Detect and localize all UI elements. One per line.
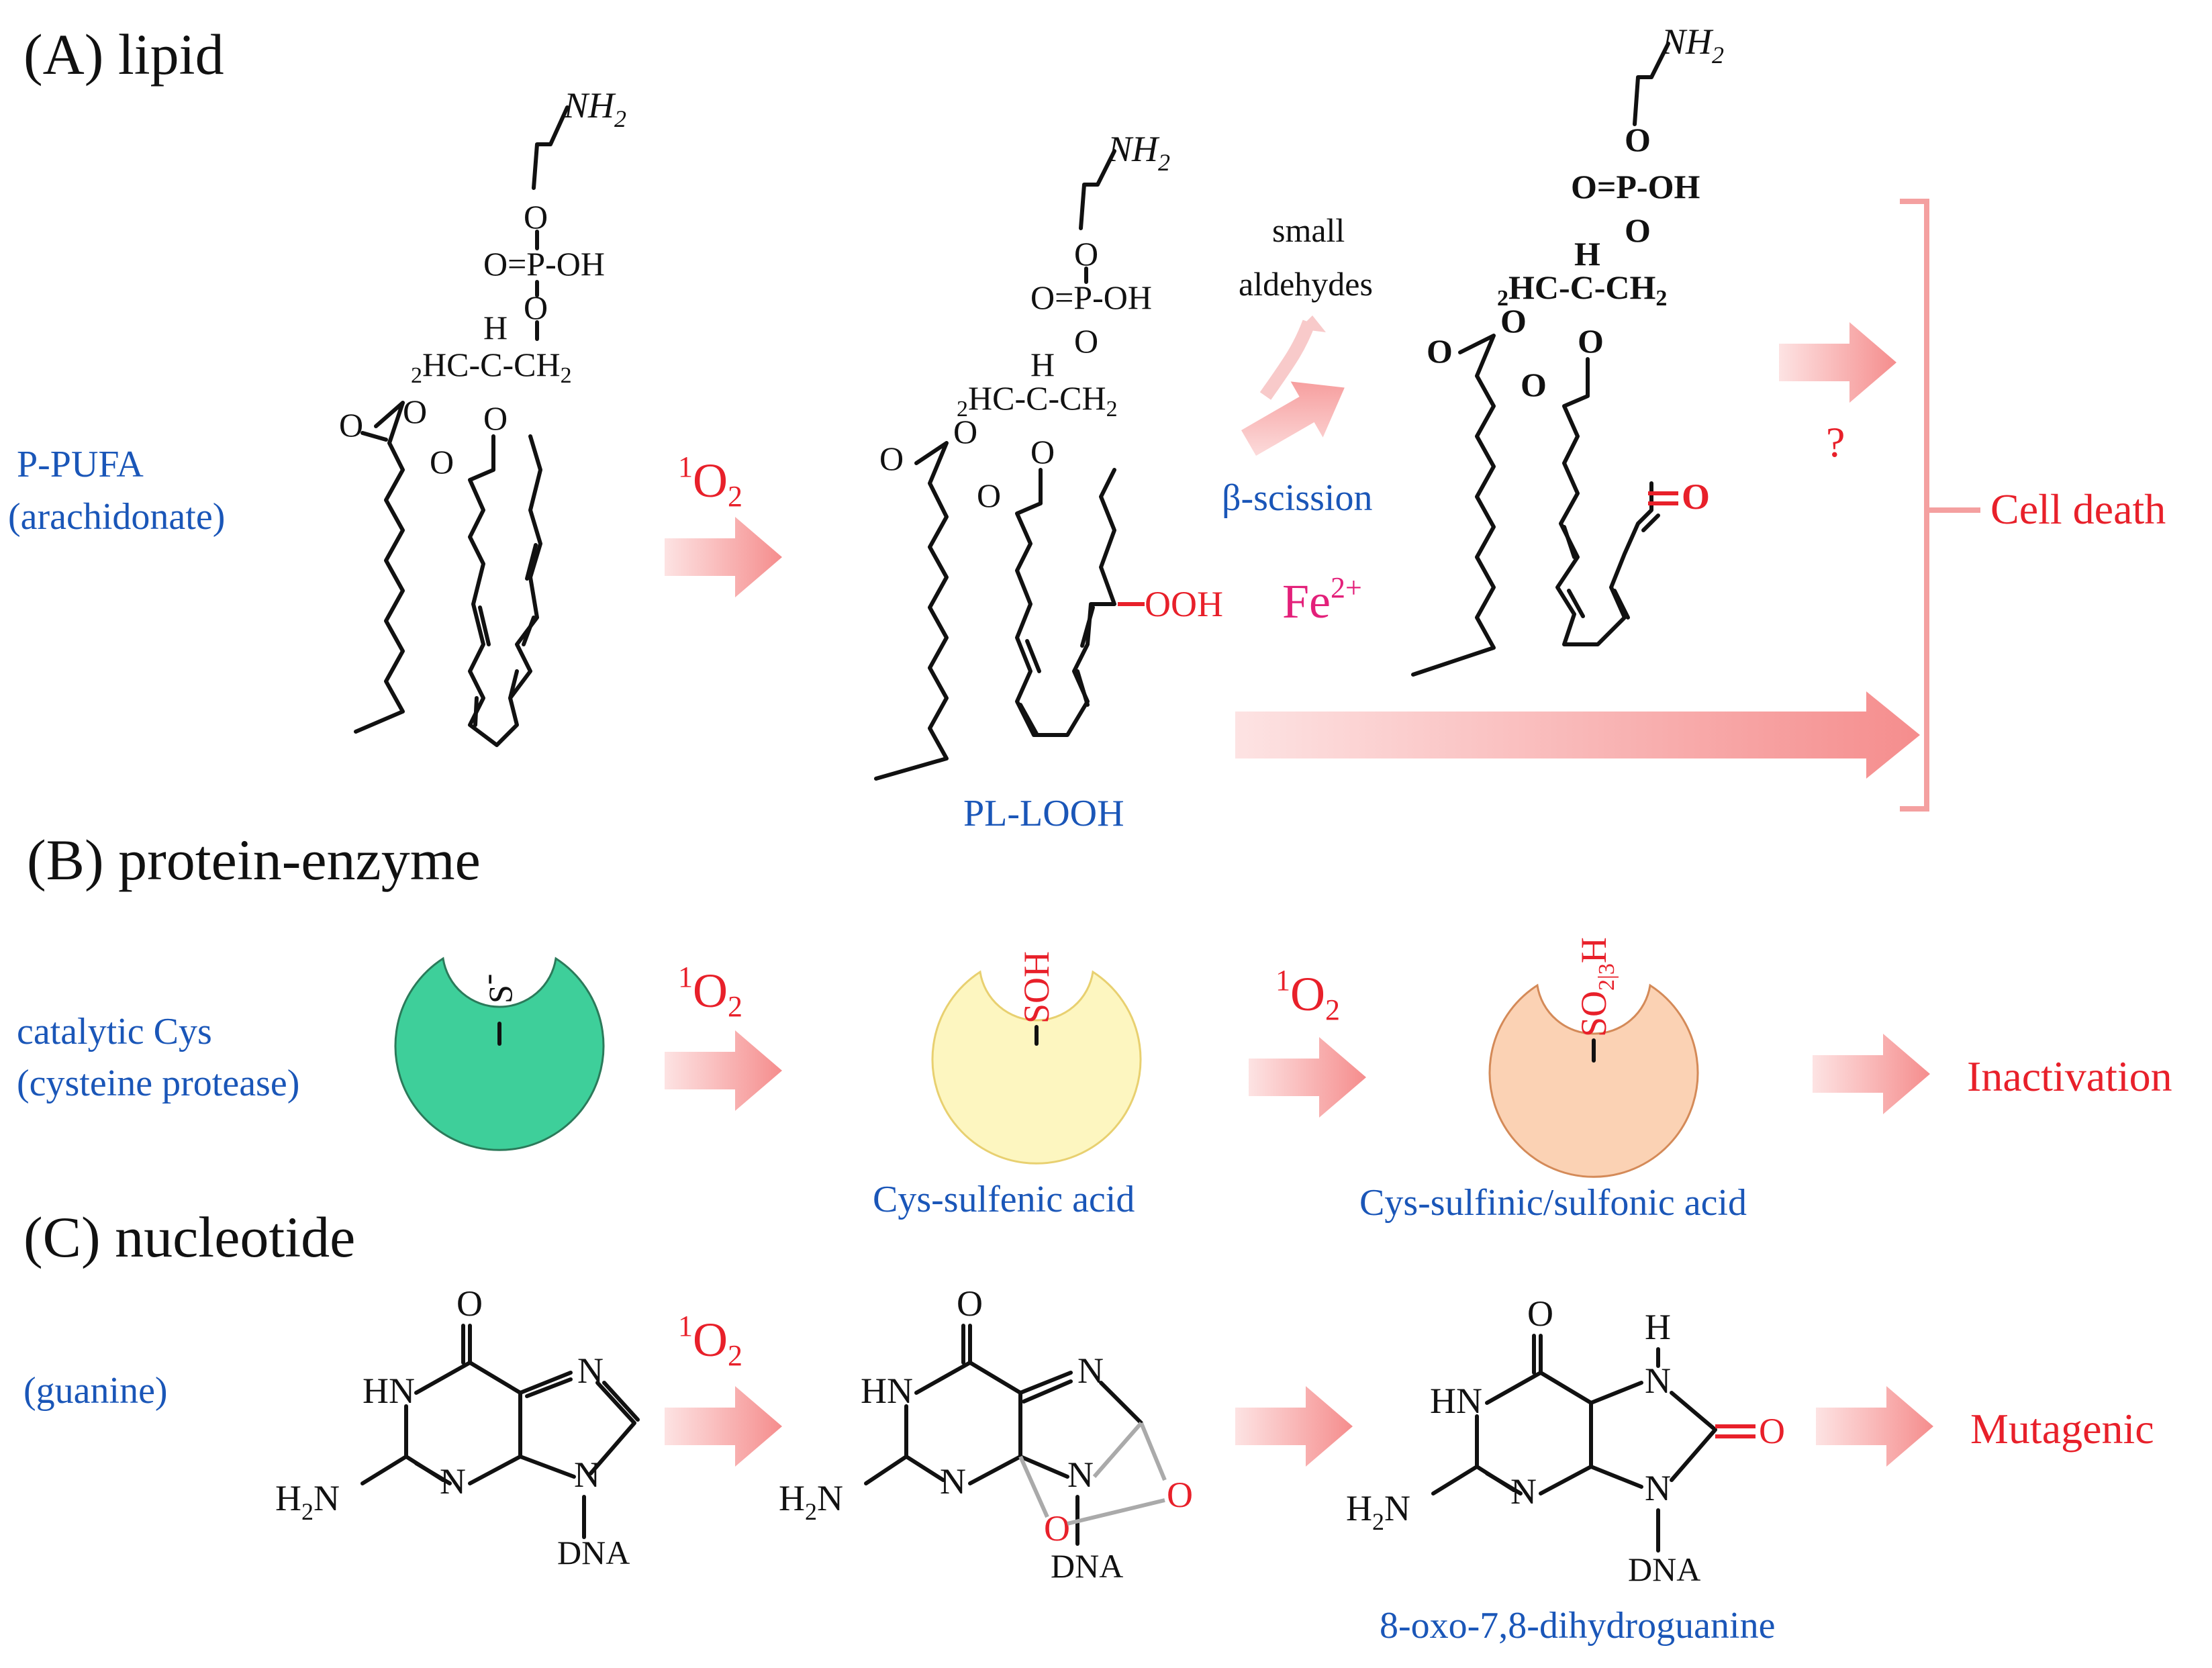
iron-label: Fe2+ [1282, 571, 1362, 628]
arrow-to-cell-death-lower [1235, 691, 1920, 779]
svg-text:O=P-OH: O=P-OH [1030, 279, 1152, 316]
svg-text:N: N [574, 1455, 600, 1495]
svg-text:1O2: 1O2 [1276, 964, 1340, 1026]
8-oxo-guanine-structure: O HN H N N N H2N O DNA [1346, 1293, 1785, 1588]
hydroperoxide-group: OOH [1145, 584, 1223, 624]
svg-text:2HC-C-CH2: 2HC-C-CH2 [1497, 268, 1667, 311]
small-aldehydes-line2: aldehydes [1239, 265, 1373, 303]
svg-text:O: O [1578, 322, 1604, 360]
arrow-to-cell-death-upper [1779, 322, 1896, 403]
section-title-protein: (B) protein-enzyme [27, 828, 481, 892]
small-aldehydes-line1: small [1272, 211, 1345, 249]
arrow-to-mutagenic [1816, 1386, 1933, 1467]
protein-substrate-subtitle: (cysteine protease) [17, 1063, 299, 1104]
8-oxo-label: 8-oxo-7,8-dihydroguanine [1380, 1605, 1775, 1647]
thiolate-sulfur: S- [468, 974, 519, 1003]
svg-text:H2N: H2N [275, 1478, 340, 1525]
enzyme-sulfinic: SO2|3H [1488, 937, 1699, 1178]
svg-text:DNA: DNA [1628, 1551, 1700, 1588]
guanine-structure: O HN N N N H2N DNA [275, 1283, 640, 1571]
svg-text:1O2: 1O2 [678, 961, 742, 1023]
phosphate-oxygen-top: O [524, 198, 548, 236]
svg-text:O: O [1074, 322, 1098, 360]
svg-text:O: O [1527, 1293, 1553, 1334]
svg-text:HN: HN [1430, 1381, 1482, 1421]
svg-text:H2N: H2N [1346, 1488, 1410, 1535]
singlet-oxygen-label-1: 1O2 [678, 450, 742, 513]
svg-text:O: O [1625, 121, 1651, 158]
aldehyde-oxygen: O [1682, 477, 1710, 517]
svg-text:O=P-OH: O=P-OH [1571, 168, 1700, 205]
sulfinic-group: SO2|3H [1574, 937, 1619, 1037]
cell-death-bracket [1900, 199, 1980, 812]
section-title-lipid: (A) lipid [23, 22, 224, 87]
svg-text:H: H [1030, 346, 1055, 383]
amine-label: NH2 [563, 85, 626, 132]
lipid-substrate-name: P-PUFA [17, 444, 144, 485]
endoperoxide-structure: O HN N N N H2N O O DNA [779, 1283, 1193, 1585]
svg-text:2HC-C-CH2: 2HC-C-CH2 [957, 379, 1118, 422]
ester-oxygen-1: O [403, 393, 427, 430]
mutagenic-label: Mutagenic [1970, 1405, 2154, 1453]
beta-scission-label: β-scission [1222, 477, 1373, 519]
pl-looh-label: PL-LOOH [963, 793, 1124, 834]
oxo-group: O [1759, 1411, 1785, 1451]
lipid-substrate-subtitle: (arachidonate) [8, 496, 225, 538]
svg-text:1O2: 1O2 [678, 1310, 742, 1372]
arrow-protein-oxidation-1: 1O2 [665, 961, 782, 1111]
amine-label-3: NH2 [1661, 21, 1724, 68]
arrow-nucleotide-oxidation: 1O2 [665, 1310, 782, 1467]
svg-text:H: H [1574, 235, 1600, 273]
ppufa-structure: NH2 O O=P-OH O H 2HC-C-CH2 O O O O [339, 85, 626, 747]
guanine-dna: DNA [557, 1534, 630, 1571]
enzyme-sulfenic: SOH [931, 951, 1142, 1165]
glycerol-h: H [483, 309, 508, 346]
beta-scission-arrow [1241, 381, 1345, 456]
svg-text:O: O [1625, 211, 1651, 249]
question-mark: ? [1826, 418, 1845, 466]
inactivation-label: Inactivation [1967, 1052, 2172, 1100]
aldehyde-release-arrow [1259, 320, 1316, 400]
svg-text:O: O [1500, 302, 1527, 340]
carbonyl-oxygen-2: O [430, 443, 454, 481]
pl-looh-structure: NH2 O O=P-OH O H 2HC-C-CH2 O O O O OOH [874, 129, 1223, 781]
svg-text:O: O [879, 440, 904, 477]
svg-text:HN: HN [861, 1371, 913, 1411]
arrow-to-8-oxo [1235, 1386, 1353, 1467]
svg-text:O: O [1030, 433, 1055, 471]
svg-text:N: N [1645, 1468, 1671, 1508]
svg-text:O: O [1427, 332, 1453, 370]
svg-text:O: O [977, 477, 1001, 514]
arrow-to-inactivation [1813, 1034, 1930, 1114]
nucleotide-substrate-name: (guanine) [23, 1370, 168, 1412]
svg-text:DNA: DNA [1051, 1547, 1123, 1585]
sulfinic-label: Cys-sulfinic/sulfonic acid [1359, 1182, 1747, 1224]
carbonyl-oxygen-1: O [339, 406, 363, 444]
arrow-protein-oxidation-2: 1O2 [1249, 964, 1366, 1118]
protein-substrate-name: catalytic Cys [17, 1011, 212, 1052]
svg-text:H2N: H2N [779, 1478, 843, 1525]
arrow-lipid-oxidation: 1O2 [665, 450, 782, 597]
svg-text:O: O [456, 1283, 483, 1324]
sulfenic-group: SOH [1016, 951, 1057, 1024]
svg-text:H: H [1645, 1307, 1671, 1347]
svg-text:O: O [1167, 1475, 1193, 1515]
svg-text:O: O [1074, 235, 1098, 273]
section-title-nucleotide: (C) nucleotide [23, 1205, 355, 1269]
svg-text:N: N [1077, 1351, 1104, 1391]
sulfenic-label: Cys-sulfenic acid [873, 1179, 1135, 1220]
svg-text:O: O [957, 1283, 983, 1324]
svg-text:N: N [1067, 1455, 1094, 1495]
enzyme-thiolate: S- [394, 956, 605, 1151]
glycerol-backbone: 2HC-C-CH2 [411, 346, 572, 388]
phosphate-group: O=P-OH [483, 245, 605, 283]
svg-text:O: O [1521, 366, 1547, 403]
truncated-phospholipid-structure: NH2 O O=P-OH O H 2HC-C-CH2 O O O O O [1411, 21, 1724, 677]
ester-oxygen-2: O [483, 399, 508, 437]
svg-text:O: O [953, 413, 977, 450]
cell-death-label: Cell death [1990, 485, 2166, 533]
amine-label-2: NH2 [1107, 129, 1170, 176]
phosphate-oxygen-bottom: O [524, 289, 548, 326]
